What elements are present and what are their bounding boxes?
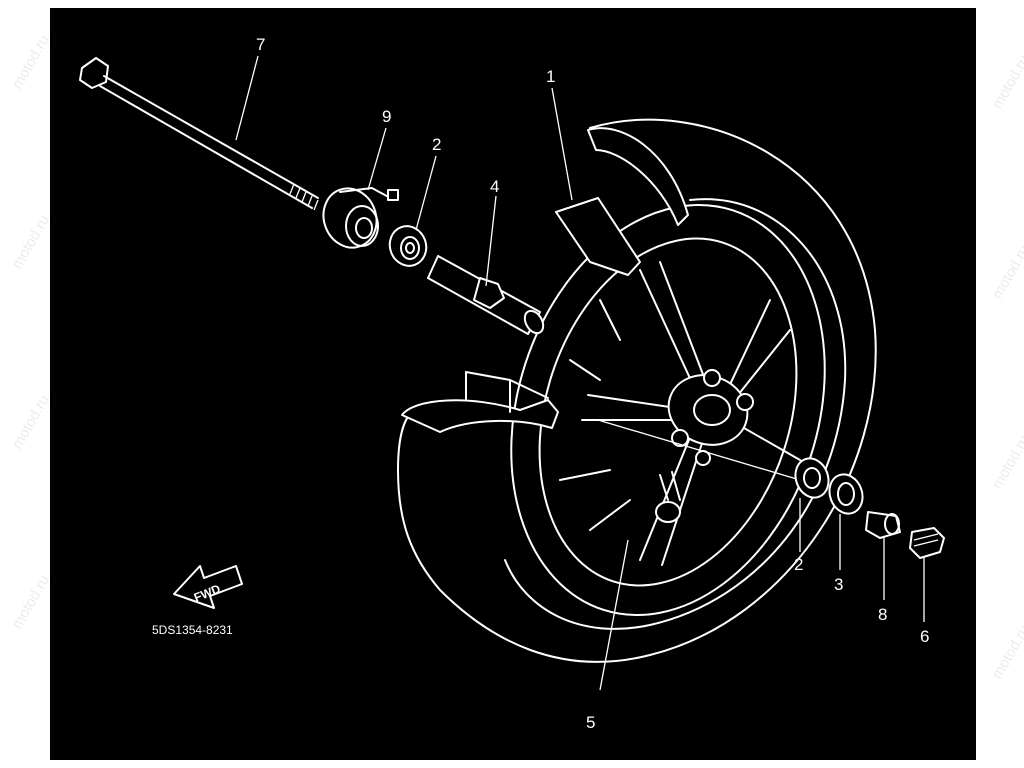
watermark-text: motod.ru xyxy=(989,622,1024,682)
axle-bolt xyxy=(79,57,319,211)
callout-6: 6 xyxy=(920,627,929,646)
callout-1: 1 xyxy=(546,67,555,86)
diagram-background xyxy=(50,8,976,760)
watermark-text: motod.ru xyxy=(9,212,53,272)
watermark-text: motod.ru xyxy=(9,392,53,452)
valve-cover-shape xyxy=(555,197,641,276)
callout-7: 7 xyxy=(256,35,265,54)
watermark-text: motod.ru xyxy=(989,432,1024,492)
callout-2-right: 2 xyxy=(794,555,803,574)
watermark-text: motod.ru xyxy=(9,572,53,632)
leader-lines xyxy=(235,55,925,691)
callout-3: 3 xyxy=(834,575,843,594)
wheel-assembly xyxy=(397,118,877,663)
tire-outline xyxy=(397,118,877,663)
tire-cut-shadow xyxy=(465,371,549,413)
rim-inner xyxy=(538,237,798,587)
collar-part xyxy=(322,187,399,249)
rim-outer xyxy=(510,203,826,617)
callout-2-left: 2 xyxy=(432,135,441,154)
axle-nut xyxy=(909,527,945,559)
wheel-hub xyxy=(667,369,754,466)
tire-cut-section-upper xyxy=(587,127,689,226)
bearing-left xyxy=(388,225,428,267)
callout-5: 5 xyxy=(586,713,595,732)
bearing-right xyxy=(794,457,830,499)
oil-seal xyxy=(828,473,864,515)
valve-stem-cap xyxy=(655,501,681,523)
watermark-text: motod.ru xyxy=(9,32,53,92)
callout-9: 9 xyxy=(382,107,391,126)
watermark-text: motod.ru xyxy=(989,242,1024,302)
tire-cut-section-lower xyxy=(401,399,559,433)
valve-stem xyxy=(659,471,681,501)
callout-8: 8 xyxy=(878,605,887,624)
spacer-sleeve xyxy=(427,255,545,335)
tire-inner-edge xyxy=(504,198,847,630)
diagram-code: 5DS1354-8231 xyxy=(152,623,233,637)
callout-4: 4 xyxy=(490,177,499,196)
watermark-text: motod.ru xyxy=(989,52,1024,112)
collar-right xyxy=(865,511,901,539)
axle-center-line xyxy=(597,419,801,481)
